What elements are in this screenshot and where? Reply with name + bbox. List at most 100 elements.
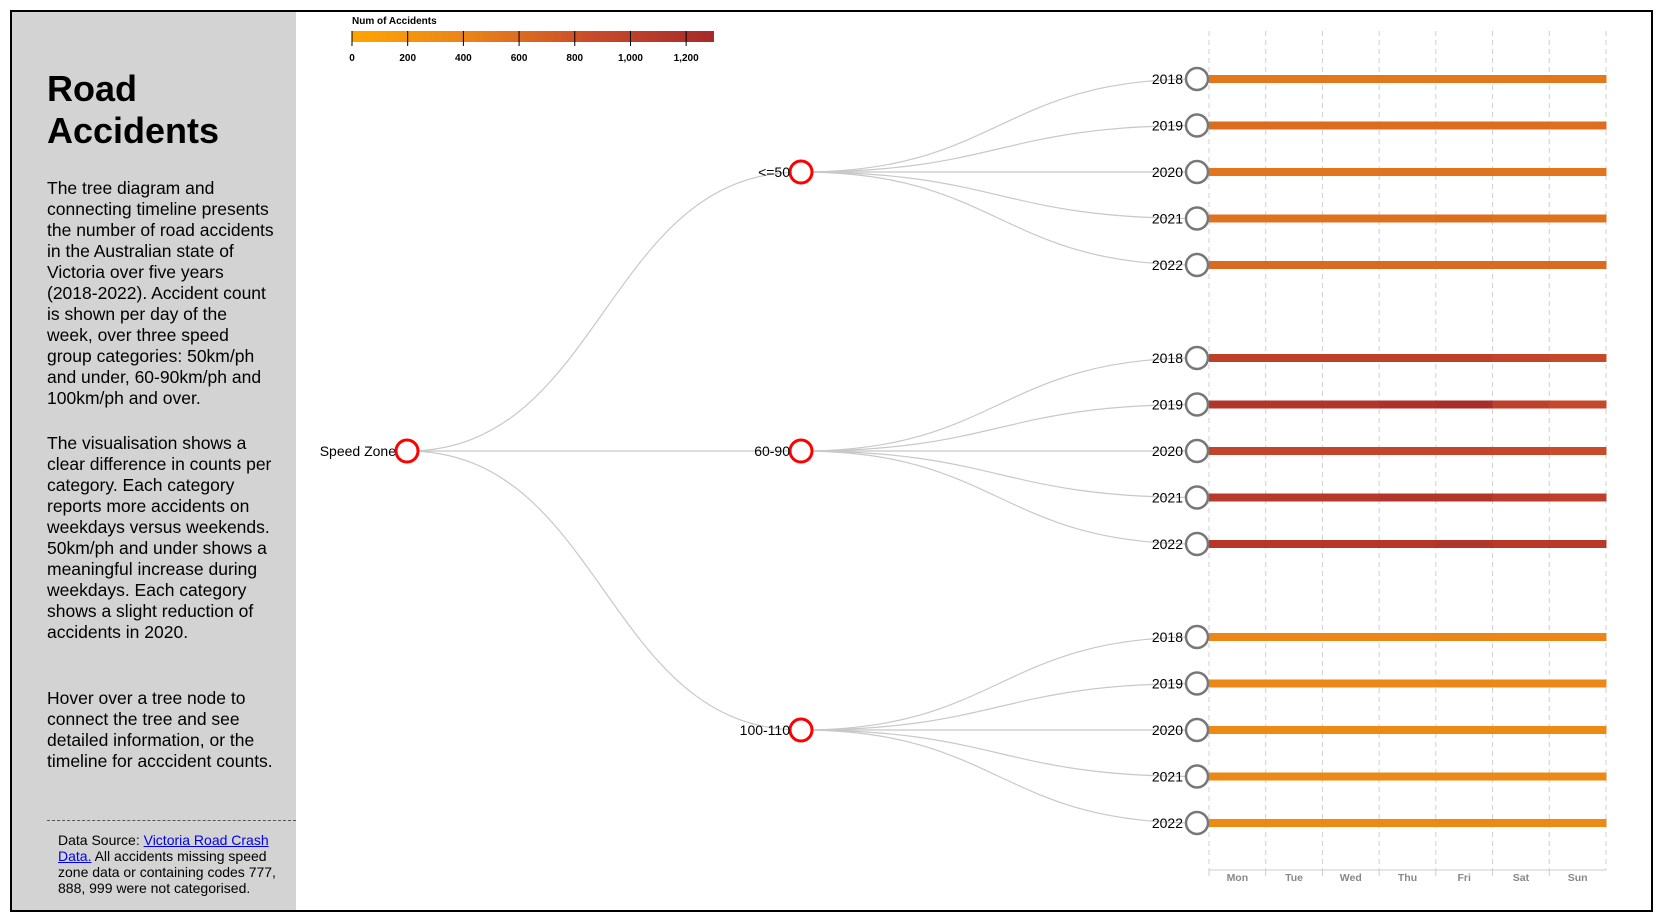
timeline-bar-segment bbox=[1435, 772, 1494, 781]
year-node-label: 2022 bbox=[1152, 257, 1183, 273]
timeline-bar-segment bbox=[1265, 168, 1323, 176]
timeline-bar-segment bbox=[1549, 354, 1607, 362]
timeline-bar-segment bbox=[1379, 121, 1437, 130]
timeline-bar-segment bbox=[1435, 447, 1494, 455]
timeline-bar-segment bbox=[1209, 493, 1267, 502]
timeline-bar-segment bbox=[1209, 354, 1267, 362]
timeline-bar-segment bbox=[1435, 493, 1494, 502]
legend-title: Num of Accidents bbox=[352, 16, 437, 27]
year-node bbox=[1184, 717, 1210, 743]
data-source-link[interactable]: Victoria Road Crash Data. bbox=[58, 832, 269, 864]
speed-group-label: <=50 bbox=[758, 164, 790, 180]
timeline-bar-segment bbox=[1549, 540, 1607, 548]
timeline-bar-segment bbox=[1435, 540, 1494, 548]
tree-link bbox=[800, 171, 1198, 220]
timeline-bar-segment bbox=[1435, 819, 1494, 827]
year-node-label: 2021 bbox=[1152, 769, 1183, 785]
timeline-bar-segment bbox=[1265, 400, 1323, 409]
tree-link bbox=[800, 450, 1198, 545]
timeline-bar-segment bbox=[1209, 633, 1267, 641]
year-node-label: 2018 bbox=[1152, 350, 1183, 366]
timeline-bar-segment bbox=[1492, 75, 1550, 83]
year-node bbox=[1184, 485, 1210, 510]
speed-group-label: 100-110 bbox=[740, 722, 791, 738]
year-node bbox=[1184, 206, 1210, 231]
timeline-bar-segment bbox=[1435, 214, 1494, 223]
timeline-bar-segment bbox=[1209, 447, 1267, 455]
tree-link bbox=[800, 357, 1198, 452]
info-sidebar: Road Accidents The tree diagram and conn… bbox=[12, 12, 296, 910]
year-node bbox=[1184, 438, 1210, 464]
timeline-bar-segment bbox=[1492, 121, 1550, 130]
year-node bbox=[1184, 764, 1210, 789]
day-label-thu: Thu bbox=[1398, 872, 1417, 884]
day-label-sat: Sat bbox=[1513, 872, 1530, 884]
timeline-bar-segment bbox=[1265, 819, 1323, 827]
year-node-label: 2020 bbox=[1152, 443, 1183, 459]
timeline-bar-segment bbox=[1549, 214, 1607, 223]
root-node-label: Speed Zone bbox=[320, 443, 396, 459]
legend-tick-label: 0 bbox=[349, 53, 355, 64]
legend-tick-label: 1,200 bbox=[674, 53, 699, 64]
timeline-bar-segment bbox=[1322, 726, 1380, 734]
timeline-bar-segment bbox=[1492, 819, 1550, 827]
year-node-label: 2020 bbox=[1152, 722, 1183, 738]
tree-link bbox=[800, 682, 1198, 731]
day-label-mon: Mon bbox=[1227, 872, 1249, 884]
year-node-label: 2021 bbox=[1152, 490, 1183, 506]
timeline-bar-segment bbox=[1322, 400, 1380, 409]
timeline-bar-segment bbox=[1492, 168, 1550, 176]
year-node bbox=[1184, 624, 1210, 650]
timeline-bar-segment bbox=[1209, 540, 1267, 548]
timeline-bar-segment bbox=[1322, 75, 1380, 83]
tree-link bbox=[800, 636, 1198, 731]
timeline-bar-segment bbox=[1435, 400, 1494, 409]
timeline-bar-segment bbox=[1549, 633, 1607, 641]
speed-group-node[interactable] bbox=[788, 159, 814, 185]
tree-link bbox=[800, 403, 1198, 452]
timeline-bar-segment bbox=[1549, 400, 1607, 409]
year-node bbox=[1184, 345, 1210, 371]
timeline-bar-segment bbox=[1379, 493, 1437, 502]
timeline-bar-segment bbox=[1435, 726, 1494, 734]
legend-tick-label: 800 bbox=[566, 53, 583, 64]
year-node-label: 2019 bbox=[1152, 676, 1183, 692]
data-source-prefix: Data Source: bbox=[58, 832, 144, 848]
timeline-bar-segment bbox=[1379, 540, 1437, 548]
year-node bbox=[1184, 66, 1210, 92]
day-label-sun: Sun bbox=[1568, 872, 1588, 884]
timeline-bar-segment bbox=[1435, 354, 1494, 362]
year-node bbox=[1184, 113, 1210, 138]
timeline-bar-segment bbox=[1549, 75, 1607, 83]
year-node bbox=[1184, 810, 1210, 836]
description-paragraph-2: The visualisation shows a clear differen… bbox=[47, 433, 272, 642]
root-node[interactable] bbox=[394, 438, 420, 464]
timeline-bar-segment bbox=[1492, 400, 1550, 409]
year-node-label: 2022 bbox=[1152, 815, 1183, 831]
year-node bbox=[1184, 392, 1210, 417]
tree-link bbox=[800, 171, 1198, 266]
timeline-bar-segment bbox=[1549, 819, 1607, 827]
timeline-bar-segment bbox=[1492, 540, 1550, 548]
timeline-bar-segment bbox=[1322, 633, 1380, 641]
year-node-label: 2022 bbox=[1152, 536, 1183, 552]
chart-frame bbox=[10, 10, 1653, 912]
timeline-bar-segment bbox=[1209, 819, 1267, 827]
timeline-bar-segment bbox=[1265, 447, 1323, 455]
timeline-bar-segment bbox=[1209, 261, 1267, 269]
timeline-bar-segment bbox=[1265, 726, 1323, 734]
timeline-bar-segment bbox=[1435, 679, 1494, 688]
description-paragraph-1: The tree diagram and connecting timeline… bbox=[47, 178, 274, 408]
speed-group-node[interactable] bbox=[788, 438, 814, 464]
year-node bbox=[1184, 159, 1210, 185]
timeline-bar-segment bbox=[1492, 261, 1550, 269]
year-node-label: 2019 bbox=[1152, 397, 1183, 413]
year-node bbox=[1184, 531, 1210, 557]
timeline-bar-segment bbox=[1492, 354, 1550, 362]
speed-group-node[interactable] bbox=[788, 717, 814, 743]
sidebar-divider bbox=[47, 820, 296, 821]
timeline-bar-segment bbox=[1379, 168, 1437, 176]
timeline-bar-segment bbox=[1265, 679, 1323, 688]
timeline-bar-segment bbox=[1492, 726, 1550, 734]
